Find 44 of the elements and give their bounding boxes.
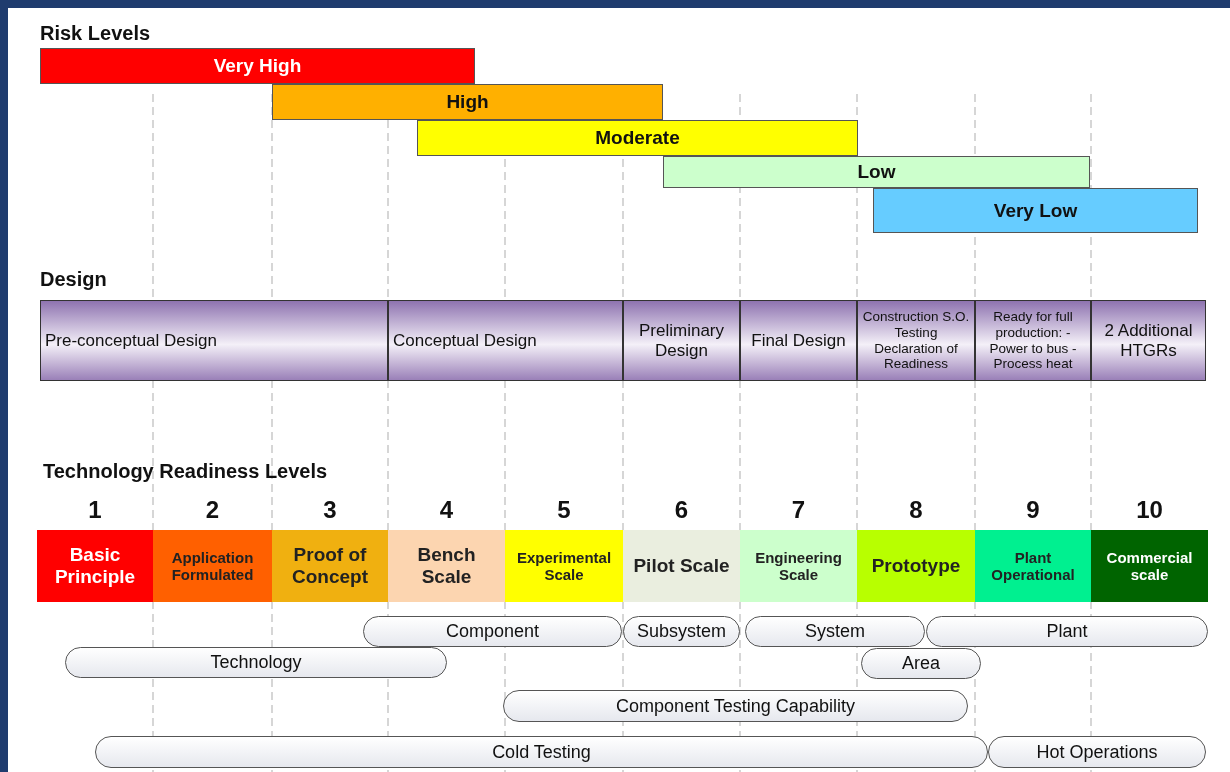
level-number: 4 — [438, 496, 455, 524]
stage-pill: Hot Operations — [988, 736, 1206, 768]
stage-pill: Plant — [926, 616, 1208, 647]
level-number: 10 — [1135, 496, 1164, 524]
readiness-level-box: Pilot Scale — [623, 530, 740, 602]
stage-pill: System — [745, 616, 925, 647]
level-number: 5 — [556, 496, 572, 524]
design-phase-box: Pre-conceptual Design — [40, 300, 388, 381]
level-number: 7 — [790, 496, 807, 524]
risk-level-bar: Moderate — [417, 120, 858, 156]
readiness-level-box: Proof of Concept — [272, 530, 388, 602]
risk-level-bar: Very Low — [873, 188, 1198, 233]
readiness-level-box: Commercial scale — [1091, 530, 1208, 602]
readiness-level-box: Engineering Scale — [740, 530, 857, 602]
stage-pill: Area — [861, 648, 981, 679]
design-phase-box: Preliminary Design — [623, 300, 740, 381]
design-phase-box: Conceptual Design — [388, 300, 623, 381]
level-number: 8 — [908, 496, 924, 524]
readiness-level-box: Bench Scale — [388, 530, 505, 602]
stage-pill: Technology — [65, 647, 447, 678]
level-number: 3 — [322, 496, 338, 524]
design-phase-box: Construction S.O. Testing Declaration of Readiness — [857, 300, 975, 381]
readiness-level-box: Prototype — [857, 530, 975, 602]
level-number: 2 — [204, 496, 221, 524]
readiness-level-box: Plant Operational — [975, 530, 1091, 602]
level-number: 6 — [673, 496, 690, 524]
level-number: 9 — [1025, 496, 1041, 524]
section-heading: Technology Readiness Levels — [43, 460, 328, 483]
stage-pill: Component — [363, 616, 622, 647]
risk-level-bar: Very High — [40, 48, 475, 84]
design-phase-box: Ready for full production: -Power to bus -Process heat — [975, 300, 1091, 381]
readiness-level-box: Basic Principle — [37, 530, 153, 602]
stage-pill: Cold Testing — [95, 736, 988, 768]
level-number: 1 — [87, 496, 103, 524]
section-heading: Risk Levels — [40, 22, 151, 45]
stage-pill: Component Testing Capability — [503, 690, 968, 722]
risk-level-bar: Low — [663, 156, 1090, 188]
design-phase-box: Final Design — [740, 300, 857, 381]
readiness-level-box: Experimental Scale — [505, 530, 623, 602]
design-phase-box: 2 Additional HTGRs — [1091, 300, 1206, 381]
section-heading: Design — [40, 268, 107, 291]
stage-pill: Subsystem — [623, 616, 740, 647]
risk-level-bar: High — [272, 84, 663, 120]
readiness-level-box: Application Formulated — [153, 530, 272, 602]
